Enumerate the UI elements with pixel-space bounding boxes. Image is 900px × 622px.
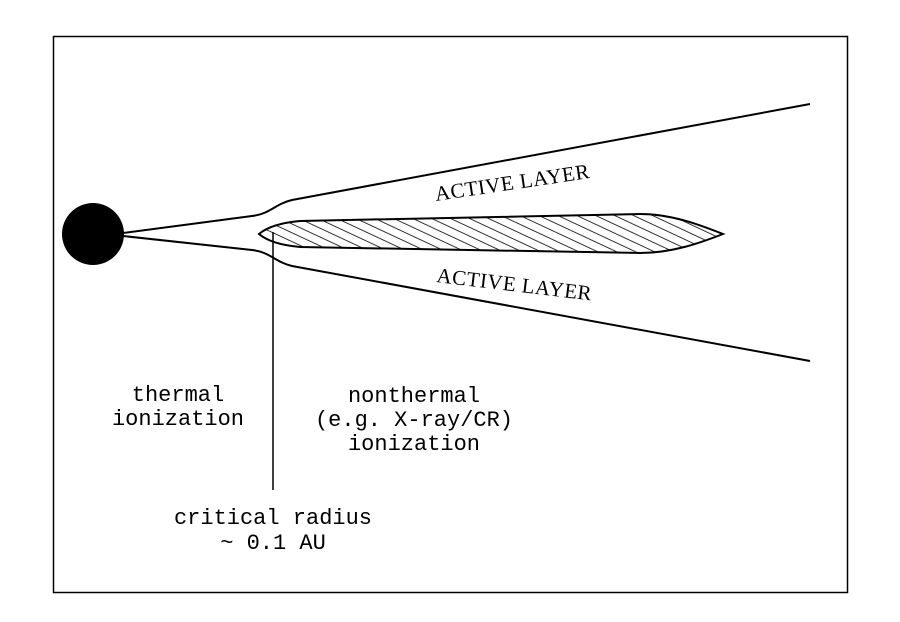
disk-lower-surface: [122, 235, 811, 362]
nonthermal-ionization-label: nonthermal (e.g. X-ray/CR) ionization: [315, 384, 513, 457]
thermal-line-2: ionization: [112, 407, 244, 432]
dead-zone: [257, 212, 726, 255]
nonthermal-line-2: (e.g. X-ray/CR): [315, 408, 513, 433]
thermal-ionization-label: thermal ionization: [112, 383, 244, 432]
active-layer-top-label: ACTIVE LAYER: [433, 159, 591, 206]
star: [62, 203, 124, 265]
nonthermal-line-3: ionization: [348, 432, 480, 457]
critical-line-1: critical radius: [174, 506, 372, 531]
nonthermal-line-1: nonthermal: [348, 384, 480, 409]
thermal-line-1: thermal: [132, 383, 224, 408]
diagram-frame: [52, 35, 849, 594]
critical-radius-label: critical radius ~ 0.1 AU: [174, 506, 372, 556]
active-layer-bottom-label: ACTIVE LAYER: [435, 263, 593, 305]
critical-line-2: ~ 0.1 AU: [220, 531, 326, 556]
disk-upper-surface: [122, 103, 811, 234]
